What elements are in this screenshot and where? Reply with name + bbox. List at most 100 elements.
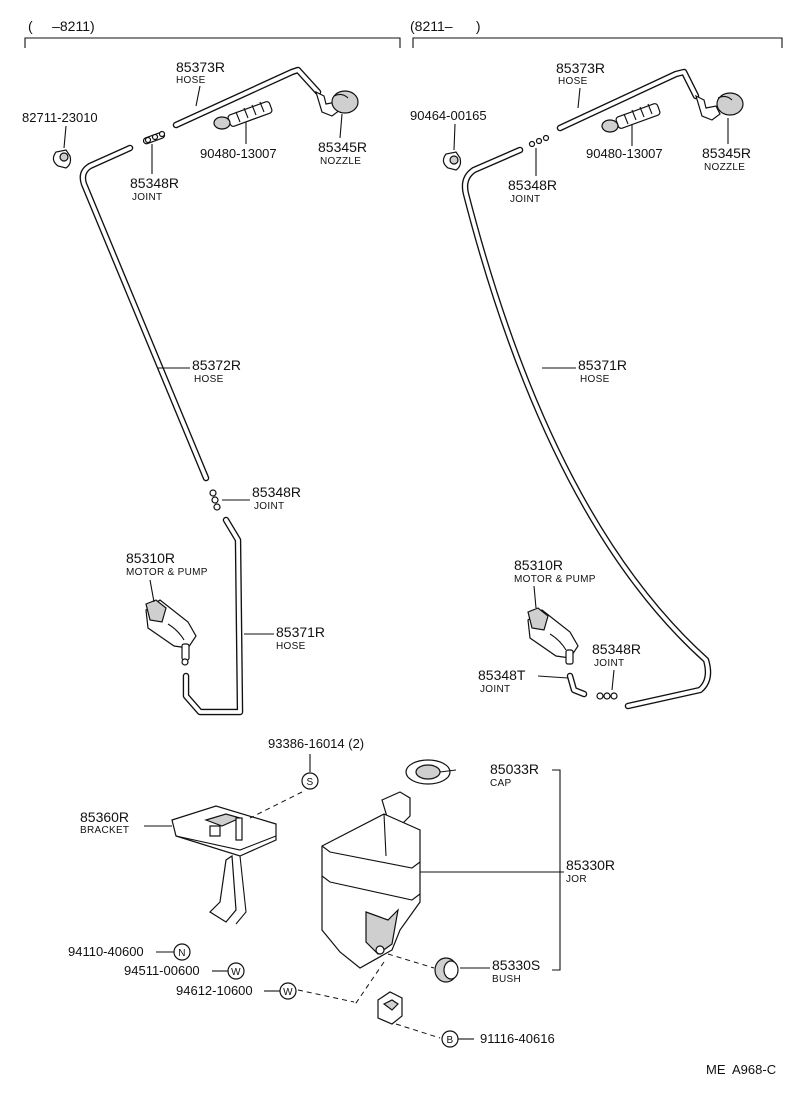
part-name: JOINT [132, 192, 162, 203]
part-number: 85330R [566, 857, 615, 873]
part-name: HOSE [580, 374, 610, 385]
washer-jar [321, 791, 421, 969]
part-name: JOR [566, 874, 587, 885]
part-name: HOSE [558, 76, 588, 87]
range-left-label: ( –8211) [28, 18, 95, 34]
label-left-hose-long: 85372R HOSE [157, 357, 241, 385]
part-name: CAP [490, 778, 511, 789]
left-motor-pump [145, 599, 197, 666]
part-name: MOTOR & PUMP [514, 574, 596, 585]
figure-code: ME A968-C [706, 1062, 776, 1077]
label-washer-w2: 94612-10600 W [176, 982, 297, 1000]
part-number: 85373R [556, 60, 605, 76]
left-nozzle [315, 90, 359, 117]
part-number: 85348R [508, 177, 557, 193]
part-number: 90464-00165 [410, 108, 487, 123]
label-left-hose-top: 85373R HOSE [176, 59, 225, 107]
label-right-clamp: 90464-00165 [410, 108, 487, 123]
part-number: 85371R [276, 624, 325, 640]
part-number: 85330S [492, 957, 540, 973]
bracket [171, 805, 277, 925]
part-name: HOSE [276, 641, 306, 652]
part-number: 85372R [192, 357, 241, 373]
left-clamp [52, 125, 72, 169]
label-right-hose-top: 85373R HOSE [556, 60, 605, 109]
label-nut-n: 94110-40600 N [68, 943, 191, 961]
left-joint-mid [209, 489, 221, 511]
part-number: 85348T [478, 667, 526, 683]
part-name: NOZZLE [320, 156, 361, 167]
bush [387, 953, 459, 983]
part-number: 85360R [80, 809, 129, 825]
part-number: 85373R [176, 59, 225, 75]
part-number: 85371R [578, 357, 627, 373]
part-name: JOINT [594, 658, 624, 669]
tank-assembly [171, 759, 459, 1039]
right-joint-top [528, 134, 550, 148]
part-name: NOZZLE [704, 162, 745, 173]
label-right-screw: 90480-13007 [586, 124, 663, 161]
part-number: 85345R [318, 139, 367, 155]
part-number: 90480-13007 [586, 146, 663, 161]
label-right-joint-top: 85348R JOINT [508, 148, 557, 205]
part-number: 85345R [702, 145, 751, 161]
left-hose-low [182, 516, 244, 716]
jar-cap [405, 759, 457, 785]
label-bolt-b: B 91116-40616 [441, 1030, 555, 1048]
label-left-pump: 85310R MOTOR & PUMP [126, 550, 207, 603]
right-clamp [442, 123, 462, 171]
part-number: 94511-00600 [124, 963, 200, 978]
part-number: 85033R [490, 761, 539, 777]
left-screw [213, 101, 273, 130]
group-bracket [552, 769, 561, 971]
part-number: 85310R [126, 550, 175, 566]
left-joint-top [142, 130, 166, 145]
symbol-b: B [447, 1035, 454, 1046]
symbol-w1: W [231, 967, 241, 978]
part-number: 91116-40616 [480, 1031, 555, 1046]
range-bracket-right: (8211– ) [410, 18, 783, 48]
label-left-clamp: 82711-23010 [22, 110, 98, 125]
part-number: 82711-23010 [22, 110, 98, 125]
part-number: 94612-10600 [176, 983, 253, 998]
part-name: BRACKET [80, 825, 129, 836]
part-name: JOINT [254, 501, 284, 512]
range-right-label: (8211– ) [410, 18, 481, 34]
right-hose-long [461, 146, 712, 710]
right-joint-lower [596, 692, 618, 700]
label-right-hose-long: 85371R HOSE [542, 357, 627, 385]
part-name: HOSE [194, 374, 224, 385]
right-nozzle [695, 92, 744, 121]
left-hose-top [172, 66, 322, 129]
symbol-w2: W [283, 987, 293, 998]
label-bracket: 85360R BRACKET [80, 809, 172, 836]
label-left-screw: 90480-13007 [200, 122, 277, 161]
part-number: 93386-16014 (2) [268, 736, 364, 751]
part-number: 85348R [252, 484, 301, 500]
right-hose-top [556, 68, 700, 132]
symbol-s: S [307, 777, 314, 788]
part-name: HOSE [176, 75, 206, 86]
label-bush: 85330S BUSH [460, 957, 540, 985]
part-number: 94110-40600 [68, 944, 144, 959]
range-bracket-left: ( –8211) [24, 18, 401, 48]
label-screw-s: 93386-16014 (2) S [268, 736, 364, 790]
label-left-joint-top: 85348R JOINT [130, 144, 179, 203]
label-cap: 85033R CAP [490, 761, 539, 789]
label-right-nozzle: 85345R NOZZLE [702, 118, 751, 173]
label-jar: 85330R JOR [420, 857, 615, 885]
jar-mount [353, 961, 441, 1039]
label-right-pump: 85310R MOTOR & PUMP [514, 557, 596, 609]
label-washer-w1: 94511-00600 W [124, 962, 245, 980]
label-left-hose-low: 85371R HOSE [244, 624, 325, 652]
left-assembly [52, 66, 359, 716]
part-number: 90480-13007 [200, 146, 277, 161]
part-number: 85310R [514, 557, 563, 573]
right-screw [601, 103, 661, 133]
label-left-nozzle: 85345R NOZZLE [318, 113, 367, 167]
right-elbow-joint [566, 672, 588, 698]
label-right-joint-t: 85348T JOINT [478, 667, 569, 695]
label-left-joint-mid: 85348R JOINT [222, 484, 301, 512]
part-name: JOINT [510, 194, 540, 205]
